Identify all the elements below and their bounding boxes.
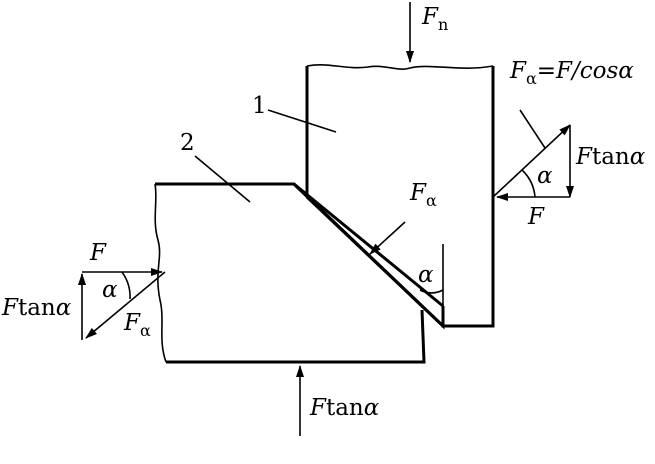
right-force-triangle (492, 109, 574, 201)
left-falpha-label: Fα (123, 310, 151, 340)
part-1-leader (267, 109, 337, 133)
mid-falpha-arrow (369, 221, 406, 255)
left-ftan-label: Ftanα (1, 295, 72, 321)
left-f-label: F (89, 240, 107, 266)
part-2-leader (194, 155, 251, 203)
wedge-angle-arc (419, 289, 444, 294)
left-force-triangle (78, 268, 166, 340)
bottom-ftan-label: Ftanα (309, 395, 380, 421)
fn-label: Fn (421, 4, 448, 34)
f-alpha-equation: Fα=F/cosα (509, 58, 634, 88)
wedge-alpha-label: α (418, 262, 434, 288)
right-f-label: F (527, 204, 545, 230)
inclined-contact-surface (292, 182, 445, 328)
part-1-label: 1 (252, 93, 267, 119)
mid-falpha-label: Fα (409, 180, 437, 210)
part-2-label: 2 (180, 130, 195, 156)
right-alpha-label: α (537, 163, 553, 189)
left-alpha-label: α (102, 277, 118, 303)
part-2-block (154, 182, 445, 364)
right-ftan-label: Ftanα (575, 144, 646, 170)
